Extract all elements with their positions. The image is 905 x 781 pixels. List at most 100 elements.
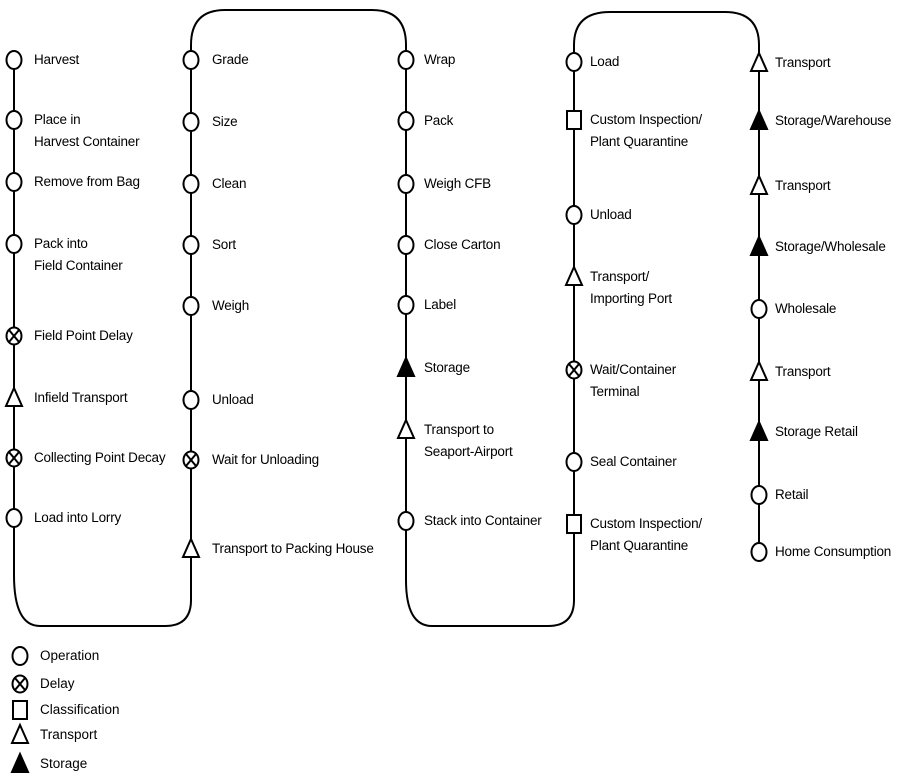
step-label-line: Retail — [775, 487, 809, 502]
step-label-distribution: Storage/Warehouse — [775, 110, 891, 132]
step-label-line: Transport — [775, 55, 831, 70]
delay-icon — [5, 448, 23, 468]
operation-icon — [750, 299, 768, 319]
step-label-line: Transport — [775, 364, 831, 379]
operation-icon — [5, 50, 23, 70]
step-label-line: Place in — [34, 112, 81, 127]
step-label-line: Plant Quarantine — [590, 538, 689, 553]
step-label-packing: Weigh CFB — [424, 173, 491, 195]
step-label-line: Wait for Unloading — [212, 452, 319, 467]
legend-operation-icon — [11, 646, 29, 666]
step-label-line: Infield Transport — [34, 390, 128, 405]
step-label-distribution: Wholesale — [775, 298, 836, 320]
step-label-line: Home Consumption — [775, 544, 892, 559]
step-label-line: Remove from Bag — [34, 174, 140, 189]
legend-transport-icon — [10, 722, 30, 744]
operation-icon — [397, 235, 415, 255]
step-label-line: Field Point Delay — [34, 328, 133, 343]
step-label-line: Terminal — [590, 384, 640, 399]
legend-label-transport: Transport — [40, 727, 98, 742]
transport-icon — [749, 173, 769, 195]
connector-col2-col3 — [190, 9, 407, 548]
step-label-packing-house-intake: Weigh — [212, 295, 249, 317]
step-label-export-import: Unload — [590, 204, 632, 226]
legend-label-storage: Storage — [40, 756, 88, 771]
step-label-line: Storage Retail — [775, 424, 858, 439]
step-label-field: Harvest — [34, 49, 79, 71]
operation-icon — [397, 511, 415, 531]
step-label-line: Harvest Container — [34, 134, 140, 149]
delay-icon — [565, 360, 583, 380]
step-label-export-import: Custom Inspection/Plant Quarantine — [590, 109, 702, 153]
step-label-line: Stack into Container — [424, 513, 542, 528]
step-label-packing: Label — [424, 294, 456, 316]
step-label-line: Label — [424, 297, 457, 312]
step-label-line: Transport to — [424, 422, 494, 437]
step-label-line: Weigh — [212, 298, 250, 313]
step-label-line: Close Carton — [424, 237, 501, 252]
legend-label-delay: Delay — [40, 676, 75, 691]
operation-icon — [182, 112, 200, 132]
step-label-line: Sort — [212, 237, 236, 252]
step-label-line: Size — [212, 114, 238, 129]
step-label-line: Collecting Point Decay — [34, 450, 166, 465]
storage-icon — [396, 355, 416, 377]
step-label-line: Storage — [424, 360, 470, 375]
step-label-packing-house-intake: Unload — [212, 389, 254, 411]
step-label-export-import: Transport/Importing Port — [590, 266, 672, 310]
step-label-line: Transport — [775, 178, 831, 193]
connector-col1-col2 — [13, 60, 192, 627]
step-label-export-import: Custom Inspection/Plant Quarantine — [590, 513, 702, 557]
step-label-line: Pack into — [34, 236, 88, 251]
operation-icon — [397, 111, 415, 131]
step-label-line: Custom Inspection/ — [590, 112, 702, 127]
step-label-field: Infield Transport — [34, 387, 128, 409]
step-label-field: Remove from Bag — [34, 171, 140, 193]
legend-label-operation: Operation — [40, 648, 100, 663]
step-label-line: Unload — [590, 207, 632, 222]
legend-symbols — [10, 646, 30, 773]
flow-connectors — [13, 9, 760, 627]
transport-icon — [4, 385, 24, 407]
step-label-packing: Storage — [424, 357, 470, 379]
step-label-packing: Pack — [424, 110, 453, 132]
transport-icon — [564, 264, 584, 286]
step-label-distribution: Home Consumption — [775, 541, 891, 563]
step-label-line: Load — [590, 54, 620, 69]
step-label-field: Place in Harvest Container — [34, 109, 140, 153]
operation-icon — [565, 452, 583, 472]
transport-icon — [749, 359, 769, 381]
step-label-line: Pack — [424, 113, 454, 128]
operation-icon — [565, 52, 583, 72]
transport-icon — [181, 536, 201, 558]
delay-icon — [182, 450, 200, 470]
step-label-line: Seal Container — [590, 454, 677, 469]
step-label-distribution: Transport — [775, 361, 831, 383]
step-label-packing-house-intake: Size — [212, 111, 238, 133]
operation-icon — [5, 110, 23, 130]
operation-icon — [5, 508, 23, 528]
step-label-packing-house-intake: Clean — [212, 173, 246, 195]
connector-col3-col4 — [405, 60, 575, 627]
step-label-line: Load into Lorry — [34, 510, 122, 525]
step-label-packing: Close Carton — [424, 234, 501, 256]
step-label-line: Unload — [212, 392, 254, 407]
operation-icon — [182, 235, 200, 255]
step-label-line: Field Container — [34, 258, 123, 273]
step-label-packing: Stack into Container — [424, 510, 542, 532]
step-label-line: Plant Quarantine — [590, 134, 689, 149]
step-label-line: Wait/Container — [590, 362, 676, 377]
storage-icon — [749, 108, 769, 130]
step-label-distribution: Retail — [775, 484, 809, 506]
step-label-line: Harvest — [34, 52, 80, 67]
step-label-field: Load into Lorry — [34, 507, 121, 529]
step-label-distribution: Transport — [775, 52, 831, 74]
step-label-export-import: Seal Container — [590, 451, 677, 473]
step-label-field: Field Point Delay — [34, 325, 133, 347]
operation-icon — [397, 50, 415, 70]
step-label-line: Wrap — [424, 52, 456, 67]
